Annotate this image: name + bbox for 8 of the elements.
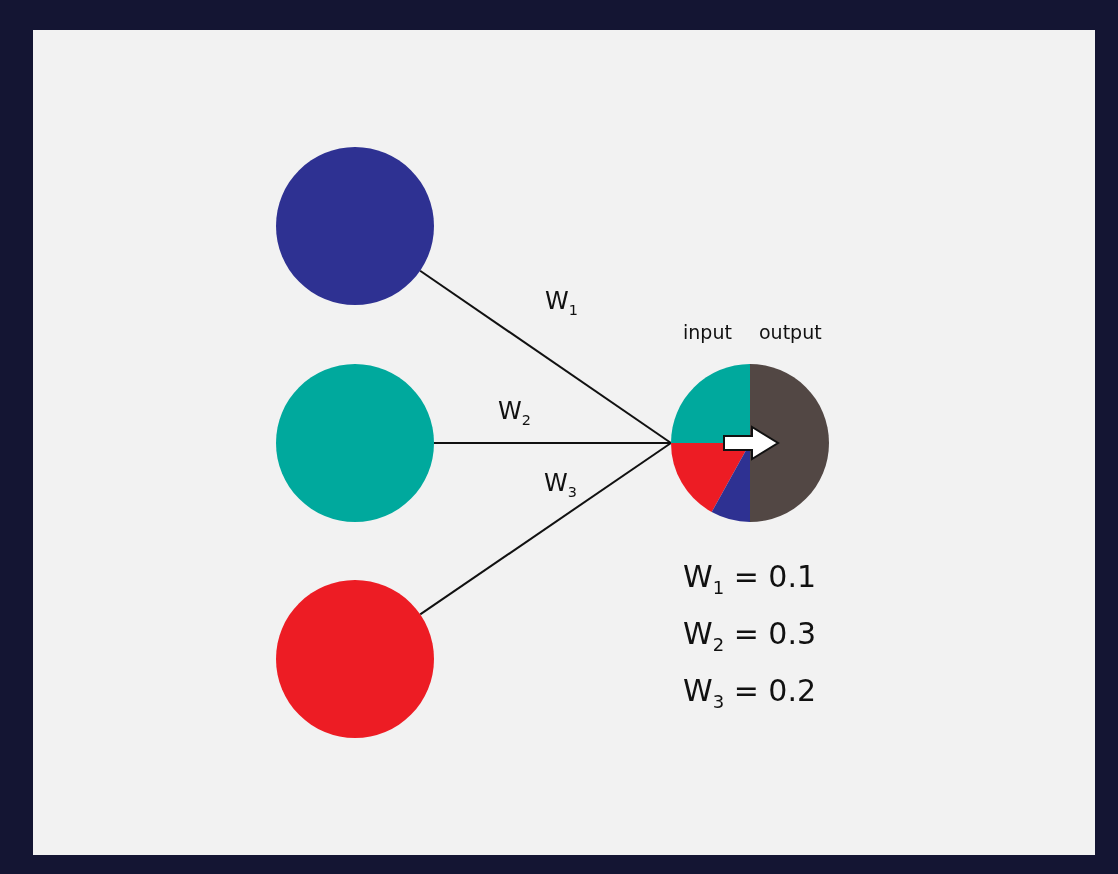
weight-value-text: W$_{2}$ = 0.3 [683,617,817,655]
caption-text: input [683,322,732,343]
weight-value-text: W$_{1}$ = 0.1 [683,560,817,598]
caption-text: output [759,322,822,343]
connector-line [419,269,672,444]
weight-value-text: W$_{3}$ = 0.2 [683,674,817,712]
connector-line [419,442,672,616]
connector-line [433,442,672,444]
